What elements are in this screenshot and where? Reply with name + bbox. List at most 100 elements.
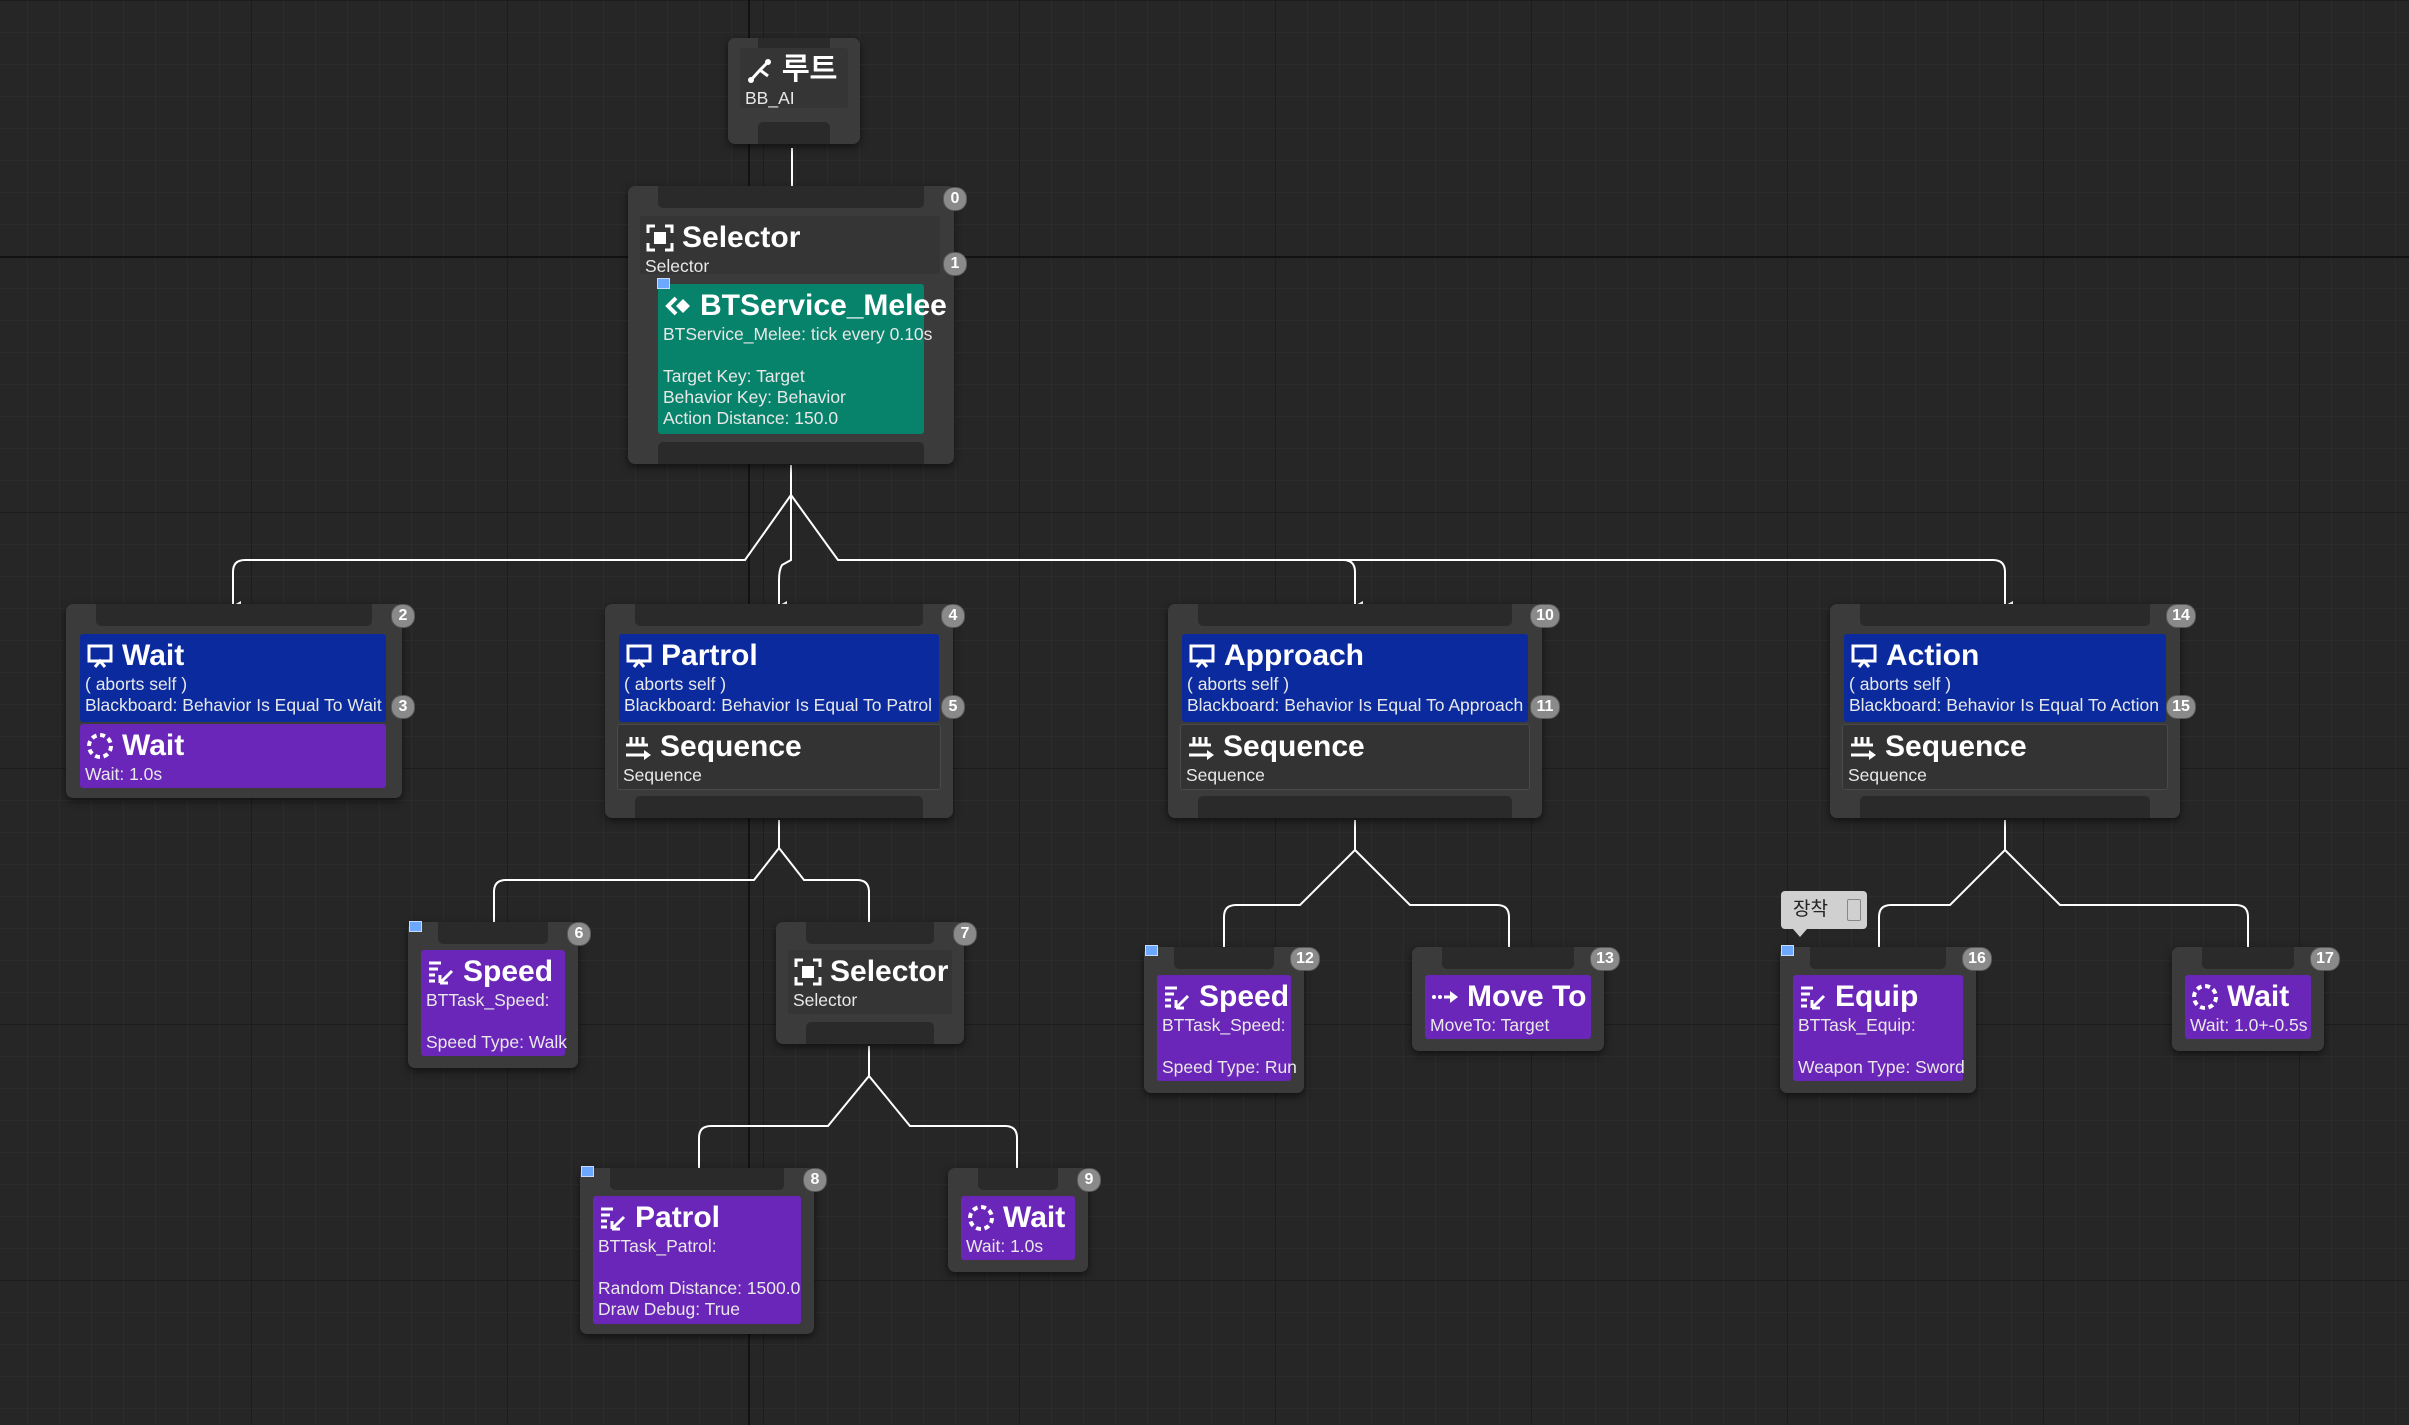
decorator-title: Approach [1224, 639, 1365, 672]
equip-task-node[interactable]: Equip BTTask_Equip: Weapon Type: Sword [1780, 947, 1976, 1093]
task-class: BTTask_Patrol: [598, 1236, 717, 1256]
task-class: BTTask_Speed: [426, 990, 550, 1010]
composite-title: Sequence [1885, 730, 2027, 763]
task-class: BTTask_Equip: [1798, 1015, 1916, 1035]
execution-index-badge: 3 [391, 695, 415, 719]
task-subtitle: Wait: 1.0+-0.5s [2190, 1015, 2308, 1035]
execution-index-badge: 12 [1290, 947, 1320, 971]
wire-approach-to-speed [1223, 820, 1356, 958]
decorator-title: Partrol [661, 639, 758, 672]
decorator-icon [1851, 644, 1877, 668]
service-title: BTService_Melee [700, 289, 947, 322]
composite-title: Sequence [660, 730, 802, 763]
action-branch-node[interactable]: Action ( aborts self ) Blackboard: Behav… [1830, 604, 2180, 818]
execution-index-badge: 8 [803, 1168, 827, 1192]
comment-text: 장착 [1793, 899, 1828, 920]
wait-task[interactable]: Wait Wait: 1.0s [80, 724, 386, 788]
decorator-icon [626, 644, 652, 668]
task-icon [1801, 986, 1826, 1010]
patrol-selector-node[interactable]: Selector Selector [776, 922, 964, 1044]
task-icon [1165, 986, 1190, 1010]
wire-selector-to-action [838, 559, 2013, 611]
breakpoint-flag-icon [657, 278, 670, 289]
patrol-task-node[interactable]: Patrol BTTask_Patrol: Random Distance: 1… [580, 1168, 814, 1334]
task-class: BTTask_Speed: [1162, 1015, 1286, 1035]
task-subtitle: Wait: 1.0s [85, 764, 163, 784]
selector-subtitle: Selector [793, 990, 858, 1010]
task-title: Equip [1835, 980, 1919, 1013]
composite-subtitle: Sequence [623, 765, 702, 785]
composite-title: Sequence [1223, 730, 1365, 763]
move-to-icon [1432, 991, 1458, 1003]
wait-branch-node[interactable]: Wait ( aborts self ) Blackboard: Behavio… [66, 604, 402, 798]
execution-index-badge: 11 [1530, 695, 1560, 719]
service-target-key: Target Key: Target [663, 366, 805, 386]
execution-index-badge: 15 [2166, 695, 2196, 719]
selector-icon [646, 224, 674, 252]
root-subtitle: BB_AI [745, 88, 795, 108]
wire-action-to-equip [1878, 820, 2006, 958]
wire-selector-to-wait [232, 465, 792, 611]
node-comment-bubble[interactable]: 장착 [1781, 891, 1867, 937]
patrol-wait-task-node[interactable]: Wait Wait: 1.0s [948, 1168, 1088, 1272]
root-title: 루트 [782, 53, 838, 86]
execution-index-badge: 9 [1077, 1168, 1101, 1192]
service-melee[interactable]: BTService_Melee BTService_Melee: tick ev… [658, 284, 947, 434]
comment-toggle-icon[interactable] [1847, 899, 1861, 921]
composite-subtitle: Sequence [1186, 765, 1265, 785]
selector-icon [794, 958, 822, 986]
main-selector-title: Selector [682, 221, 801, 254]
task-title: Wait [2227, 980, 2290, 1013]
task-icon [601, 1207, 626, 1231]
wire-approach-to-move [1354, 849, 1517, 958]
execution-index-badge: 17 [2310, 947, 2340, 971]
task-title: Patrol [635, 1201, 721, 1234]
decorator-condition: Blackboard: Behavior Is Equal To Wait [85, 695, 382, 715]
execution-index-badge: 13 [1590, 947, 1620, 971]
move-to-task-node[interactable]: Move To MoveTo: Target [1412, 947, 1604, 1051]
task-icon [429, 961, 454, 985]
sequence-icon [626, 737, 651, 760]
task-property: Weapon Type: Sword [1798, 1057, 1965, 1077]
task-property: Draw Debug: True [598, 1299, 741, 1319]
decorator-condition: Blackboard: Behavior Is Equal To Action [1849, 695, 2160, 715]
decorator-title: Action [1886, 639, 1980, 672]
sequence-composite[interactable]: Sequence Sequence [1180, 724, 1530, 790]
breakpoint-flag-icon [409, 921, 422, 932]
main-selector-subtitle: Selector [645, 256, 710, 276]
wire-action-to-wait [2004, 849, 2256, 958]
wire-selector-to-patrol [778, 495, 792, 611]
patrol-branch-node[interactable]: Partrol ( aborts self ) Blackboard: Beha… [605, 604, 953, 818]
wire-selector-to-patrol-task [698, 1046, 870, 1179]
service-icon [665, 296, 690, 316]
task-subtitle: Wait: 1.0s [966, 1236, 1044, 1256]
decorator-aborts: ( aborts self ) [624, 674, 727, 694]
decorator-title: Wait [122, 639, 185, 672]
action-wait-task-node[interactable]: Wait Wait: 1.0+-0.5s [2172, 947, 2324, 1051]
speed-walk-task-node[interactable]: Speed BTTask_Speed: Speed Type: Walk [408, 922, 578, 1068]
wire-selector-to-approach [790, 494, 1363, 611]
wire-sequence-to-selector [778, 847, 877, 933]
main-selector-node[interactable]: Selector Selector BTService_Melee BTServ… [628, 186, 954, 464]
task-property: Speed Type: Run [1162, 1057, 1297, 1077]
sequence-composite[interactable]: Sequence Sequence [1842, 724, 2168, 790]
breakpoint-flag-icon [581, 1166, 594, 1177]
execution-index-badge: 16 [1962, 947, 1992, 971]
service-action-distance: Action Distance: 150.0 [663, 408, 839, 428]
sequence-icon [1851, 737, 1876, 760]
task-title: Wait [122, 729, 185, 762]
sequence-composite[interactable]: Sequence Sequence [617, 724, 941, 790]
execution-index-badge: 6 [567, 922, 591, 946]
approach-branch-node[interactable]: Approach ( aborts self ) Blackboard: Beh… [1168, 604, 1542, 818]
task-subtitle: MoveTo: Target [1430, 1015, 1550, 1035]
execution-index-badge: 0 [943, 187, 967, 211]
root-node[interactable]: 루트 BB_AI [728, 38, 860, 144]
speed-run-task-node[interactable]: Speed BTTask_Speed: Speed Type: Run [1144, 947, 1304, 1093]
origin-axis-horizontal [0, 256, 2409, 258]
service-behavior-key: Behavior Key: Behavior [663, 387, 846, 407]
execution-index-badge: 10 [1530, 604, 1560, 628]
decorator-condition: Blackboard: Behavior Is Equal To Patrol [624, 695, 933, 715]
wire-sequence-to-speed [493, 820, 780, 933]
execution-index-badge: 4 [941, 604, 965, 628]
